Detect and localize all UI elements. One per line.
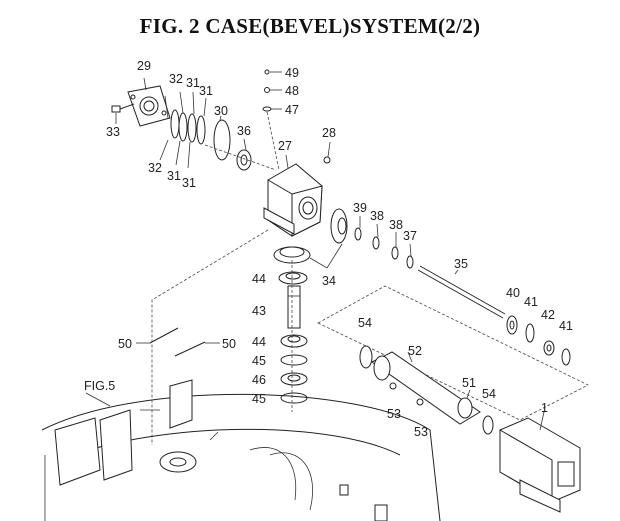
- screw-33: [111, 103, 135, 124]
- label-42: 42: [541, 308, 555, 322]
- label-30: 30: [214, 104, 228, 118]
- bolts-53: [389, 382, 424, 406]
- label-31-bottom-b: 31: [182, 176, 196, 190]
- bevel-gears-34: [273, 208, 348, 269]
- label-49: 49: [285, 66, 299, 80]
- plug-28: [323, 141, 331, 164]
- label-54-a: 54: [358, 316, 372, 330]
- label-53-a: 53: [387, 407, 401, 421]
- bearing-44-lower: [280, 334, 308, 348]
- label-fig5: FIG.5: [84, 379, 115, 393]
- label-41-a: 41: [524, 295, 538, 309]
- label-38-b: 38: [389, 218, 403, 232]
- figure-title: FIG. 2 CASE(BEVEL)SYSTEM(2/2): [139, 14, 481, 38]
- snap-rings-45-46: [280, 354, 308, 404]
- label-39: 39: [353, 201, 367, 215]
- bushing-51: [457, 389, 473, 419]
- o-ring-30: [213, 115, 231, 161]
- screws-47-49: [262, 69, 282, 171]
- bevel-case-27: [263, 154, 323, 237]
- label-28: 28: [322, 126, 336, 140]
- shaft-35: [417, 265, 506, 319]
- label-31-bottom-a: 31: [167, 169, 181, 183]
- shaft-43: [287, 285, 301, 329]
- label-32-top: 32: [169, 72, 183, 86]
- tube-assembly-box: [317, 285, 589, 421]
- shims-31-32: [159, 91, 207, 169]
- seal-36: [236, 138, 252, 171]
- label-45-upper: 45: [252, 354, 266, 368]
- bearing-40: [506, 315, 518, 335]
- label-36: 36: [237, 124, 251, 138]
- label-46: 46: [252, 373, 266, 387]
- label-32-bottom: 32: [148, 161, 162, 175]
- label-33: 33: [106, 125, 120, 139]
- pins-50: [136, 327, 220, 357]
- label-40: 40: [506, 286, 520, 300]
- label-44-lower: 44: [252, 335, 266, 349]
- gearbox-1: [499, 411, 581, 513]
- label-41-b: 41: [559, 319, 573, 333]
- bearing-44-upper: [278, 271, 308, 285]
- label-31-top-b: 31: [199, 84, 213, 98]
- label-45-lower: 45: [252, 392, 266, 406]
- label-27: 27: [278, 139, 292, 153]
- label-31-top-a: 31: [186, 76, 200, 90]
- label-52: 52: [408, 344, 422, 358]
- label-37: 37: [403, 229, 417, 243]
- mower-deck: [41, 379, 441, 521]
- label-54-b: 54: [482, 387, 496, 401]
- label-35: 35: [454, 257, 468, 271]
- label-51: 51: [462, 376, 476, 390]
- seals-54: [359, 345, 494, 435]
- pipe-52: [371, 351, 481, 425]
- label-34: 34: [322, 274, 336, 288]
- label-29: 29: [137, 59, 151, 73]
- label-1: 1: [541, 401, 548, 415]
- seals-41-42: [525, 323, 571, 366]
- label-50-left: 50: [118, 337, 132, 351]
- cover-plate-29: [127, 77, 171, 127]
- label-53-b: 53: [414, 425, 428, 439]
- label-48: 48: [285, 84, 299, 98]
- spacers-37-39: [354, 216, 414, 269]
- label-38-a: 38: [370, 209, 384, 223]
- label-43: 43: [252, 304, 266, 318]
- label-44-upper: 44: [252, 272, 266, 286]
- label-50-right: 50: [222, 337, 236, 351]
- label-47: 47: [285, 103, 299, 117]
